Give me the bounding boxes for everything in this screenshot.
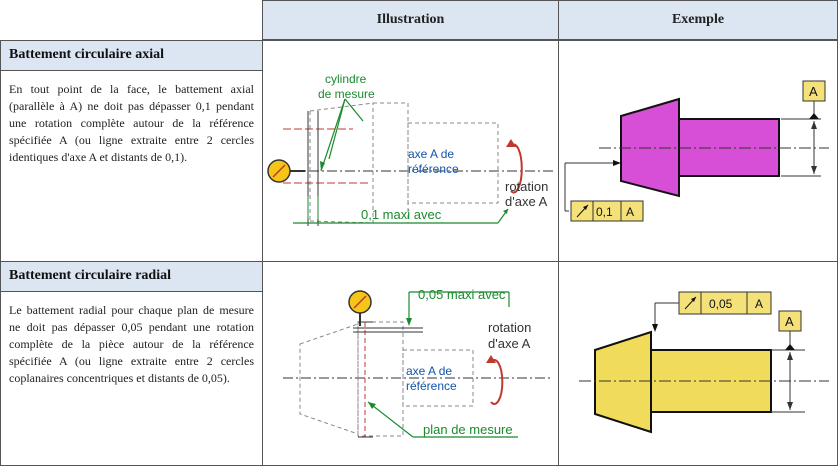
illustration-axial-label-cyl-2: de mesure [318, 87, 375, 101]
illustration-radial: 0,05 maxi avec rotation d'axe A axe A de… [262, 261, 559, 466]
row-description-axial: En tout point de la face, le battement a… [0, 70, 263, 262]
row-title-axial: Battement circulaire axial [0, 40, 263, 71]
illustration-radial-label-rot-2: d'axe A [488, 336, 531, 351]
illustration-radial-label-axe-2: référence [406, 379, 457, 393]
illustration-axial-label-cyl-1: cylindre [325, 72, 367, 86]
illustration-axial-label-tol: 0,1 maxi avec [361, 207, 442, 222]
exemple-axial: A 0,1 A [558, 40, 838, 262]
illustration-axial-label-axe-1: axe A de [408, 147, 454, 161]
exemple-axial-tol-datum: A [626, 205, 634, 219]
illustration-radial-label-axe-1: axe A de [406, 364, 452, 378]
row-title-radial: Battement circulaire radial [0, 261, 263, 292]
exemple-radial-tol-datum: A [755, 297, 763, 311]
illustration-axial-label-rot-1: rotation [505, 179, 548, 194]
illustration-radial-label-tol: 0,05 maxi avec [418, 287, 506, 302]
exemple-radial-tol-value: 0,05 [709, 297, 733, 311]
illustration-radial-label-plan: plan de mesure [423, 422, 513, 437]
exemple-axial-datum: A [809, 84, 818, 99]
exemple-radial-datum: A [785, 314, 794, 329]
illustration-axial-label-rot-2: d'axe A [505, 194, 548, 209]
row-description-radial: Le battement radial pour chaque plan de … [0, 291, 263, 466]
illustration-axial-label-axe-2: référence [408, 162, 459, 176]
header-illustration: Illustration [262, 0, 559, 40]
header-exemple: Exemple [558, 0, 838, 40]
illustration-radial-label-rot-1: rotation [488, 320, 531, 335]
exemple-axial-tol-value: 0,1 [596, 205, 613, 219]
exemple-radial: A 0,05 A [558, 261, 838, 466]
illustration-axial: cylindre de mesure axe A de référence ro… [262, 40, 559, 262]
